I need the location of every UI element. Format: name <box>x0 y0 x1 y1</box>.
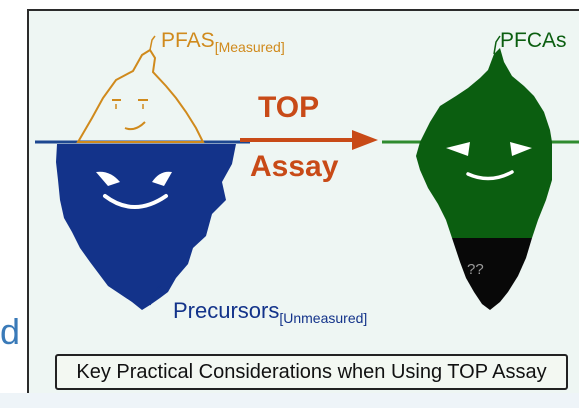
precursors-label-leader <box>149 285 161 306</box>
precursors-grin <box>103 194 168 209</box>
pfas-tip-smile <box>124 121 146 131</box>
pfcas-label: PFCAs <box>500 30 567 51</box>
pfas-label-sub: [Measured] <box>214 39 285 55</box>
pfas-measured-label: PFAS[Measured] <box>161 30 285 54</box>
precursors-iceberg-body <box>56 144 236 310</box>
pfcas-right-eye <box>510 142 532 156</box>
precursors-label-sub: [Unmeasured] <box>279 310 368 326</box>
pfas-tip-eye-dots <box>115 104 144 109</box>
precursors-left-eye <box>96 171 120 186</box>
precursors-unmeasured-label: Precursors[Unmeasured] <box>173 298 368 326</box>
pfcas-label-leader <box>493 35 501 55</box>
arrow-label-top: TOP <box>258 91 320 124</box>
caption-text: Key Practical Considerations when Using … <box>76 360 547 383</box>
cropped-edge-letter: d <box>0 311 21 352</box>
pfas-iceberg-tip <box>76 48 205 143</box>
precursors-right-eye <box>152 171 172 186</box>
top-assay-arrow-head <box>352 130 378 150</box>
pfcas-left-eye <box>446 142 470 156</box>
pfcas-grin <box>466 170 514 181</box>
left-margin: d <box>0 0 24 408</box>
pfas-label-main: PFAS <box>161 29 215 52</box>
pfcas-label-main: PFCAs <box>500 29 567 52</box>
arrow-label-assay: Assay <box>250 150 339 183</box>
caption-box: Key Practical Considerations when Using … <box>55 354 568 390</box>
pfcas-iceberg-body <box>416 48 552 238</box>
unknown-fraction-body <box>452 238 532 310</box>
unknown-marker: ?? <box>467 261 484 278</box>
pfas-label-leader <box>149 35 156 51</box>
precursors-label-main: Precursors <box>173 298 280 323</box>
bottom-band <box>0 393 579 408</box>
